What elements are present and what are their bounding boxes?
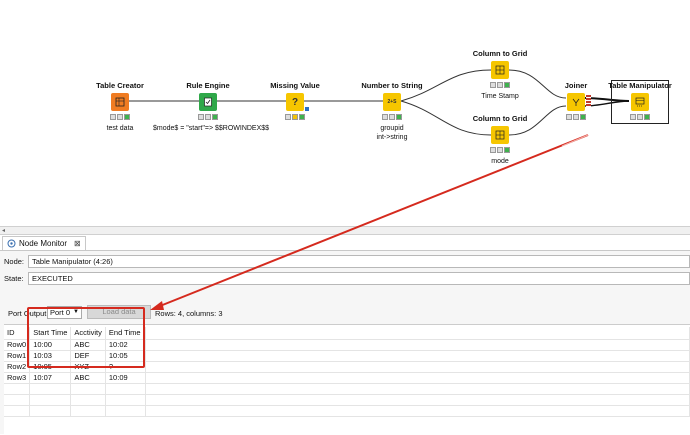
- cell-row-id: Row3: [4, 372, 31, 384]
- column-to-grid-icon[interactable]: [491, 61, 509, 79]
- node-status-lights: [630, 114, 650, 120]
- cell-row-id: Row1: [4, 350, 31, 362]
- node-title: Number to String: [361, 81, 423, 90]
- node-field: Table Manipulator (4:26): [28, 255, 690, 268]
- node-column-to-grid-1[interactable]: Column to Grid Time Stamp: [445, 49, 555, 101]
- node-status-lights: [198, 114, 218, 120]
- column-to-grid-icon[interactable]: [491, 126, 509, 144]
- node-title: Column to Grid: [472, 114, 528, 123]
- node-annotation: test data: [106, 125, 134, 132]
- table-row[interactable]: Row1 10:03 DEF 10:05: [4, 350, 690, 362]
- node-monitor-icon: [7, 239, 16, 248]
- rows-info: Rows: 4, columns: 3: [155, 309, 223, 318]
- data-table: ID Start Time Acctivity End Time Row0 10…: [4, 327, 690, 417]
- cell-row-id: Row2: [4, 361, 31, 373]
- state-field: EXECUTED: [28, 272, 690, 285]
- tab-label: Node Monitor: [19, 239, 68, 248]
- question-glyph: ?: [291, 96, 299, 108]
- cell-activity: ABC: [70, 339, 106, 351]
- tab-node-monitor[interactable]: Node Monitor ⊠: [2, 236, 86, 250]
- panel-divider[interactable]: ◂: [0, 226, 690, 235]
- node-title: Column to Grid: [472, 49, 528, 58]
- table-creator-icon[interactable]: [111, 93, 129, 111]
- table-manipulator-icon[interactable]: [631, 93, 649, 111]
- node-rule-engine[interactable]: Rule Engine $mode$ = "start"=> $$ROWINDE…: [153, 81, 270, 133]
- node-annotation: $mode$ = "start"=> $$ROWINDEX$$: [153, 125, 270, 132]
- port-select-value: Port 0: [50, 308, 71, 317]
- joiner-icon[interactable]: [567, 93, 591, 111]
- highlight-rectangle: [27, 307, 145, 368]
- selection-frame: [611, 80, 669, 124]
- cell-start-time: 10:00: [29, 339, 72, 351]
- node-status-lights: [285, 114, 305, 120]
- node-number-to-string[interactable]: Number to String 2+S groupid int->string: [337, 81, 447, 142]
- column-header-id[interactable]: ID: [4, 327, 31, 340]
- node-table-creator[interactable]: Table Creator test data: [65, 81, 175, 133]
- missing-value-icon[interactable]: ?: [286, 93, 309, 111]
- node-title: Rule Engine: [186, 81, 230, 90]
- column-header-activity[interactable]: Acctivity: [70, 327, 106, 340]
- rule-engine-icon[interactable]: [199, 93, 217, 111]
- number-to-string-icon[interactable]: 2+S: [383, 93, 401, 111]
- table-header-row: ID Start Time Acctivity End Time: [4, 327, 690, 340]
- node-label: Node:: [4, 257, 25, 266]
- node-table-manipulator[interactable]: Table Manipulator: [585, 81, 690, 120]
- number-to-string-glyph: 2+S: [387, 99, 397, 105]
- node-annotation: Time Stamp: [481, 93, 519, 100]
- node-title: Table Manipulator: [608, 81, 672, 90]
- cell-activity: ABC: [70, 372, 106, 384]
- node-column-to-grid-2[interactable]: Column to Grid mode: [445, 114, 555, 166]
- table-row[interactable]: Row0 10:00 ABC 10:02: [4, 339, 690, 351]
- cell-end-time: 10:09: [105, 372, 146, 384]
- node-status-lights: [110, 114, 130, 120]
- node-title: Joiner: [564, 81, 588, 90]
- node-missing-value[interactable]: Missing Value ?: [240, 81, 350, 120]
- node-status-lights: [382, 114, 402, 120]
- state-label: State:: [4, 274, 24, 283]
- node-annotation: groupid int->string: [376, 125, 408, 141]
- node-status-lights: [490, 147, 510, 153]
- node-title: Table Creator: [96, 81, 144, 90]
- close-icon[interactable]: ⊠: [74, 239, 81, 248]
- node-status-lights: [566, 114, 586, 120]
- data-table-area[interactable]: ID Start Time Acctivity End Time Row0 10…: [4, 324, 690, 435]
- cell-start-time: 10:03: [29, 350, 72, 362]
- cell-start-time: 10:07: [29, 372, 72, 384]
- workflow-canvas[interactable]: Table Creator test data Rule Engine $mod…: [0, 0, 690, 226]
- scroll-left-icon[interactable]: ◂: [2, 228, 6, 234]
- node-annotation: mode: [491, 158, 509, 165]
- table-row[interactable]: Row3 10:07 ABC 10:09: [4, 372, 690, 384]
- node-title: Missing Value: [270, 81, 320, 90]
- column-header-start-time[interactable]: Start Time: [29, 327, 72, 340]
- port-select[interactable]: Port 0 ▼: [47, 306, 82, 319]
- node-status-lights: [490, 82, 510, 88]
- chevron-down-icon: ▼: [73, 309, 79, 315]
- cell-activity: DEF: [70, 350, 106, 362]
- cell-row-id: Row0: [4, 339, 31, 351]
- node-joiner[interactable]: Joiner: [521, 81, 631, 120]
